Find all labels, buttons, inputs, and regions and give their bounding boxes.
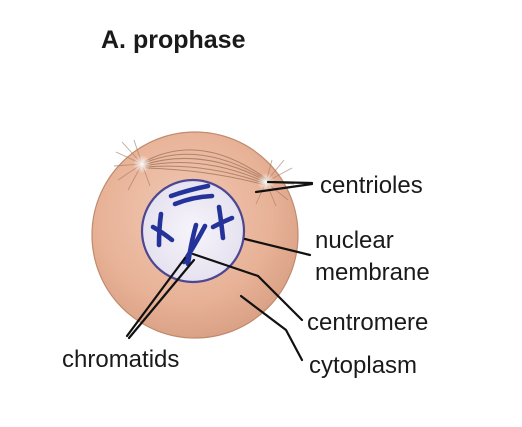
label-nuclear: nuclear [315, 227, 394, 254]
label-membrane: membrane [315, 259, 430, 286]
leader-centromere [191, 252, 304, 322]
centriole-left [133, 155, 151, 173]
leader-cytoplasm [239, 294, 304, 362]
label-centrioles: centrioles [320, 172, 423, 199]
diagram-title: A. prophase [101, 26, 246, 54]
label-centromere: centromere [307, 309, 428, 336]
chromosome-left [150, 211, 175, 248]
leader-chromatids [125, 256, 196, 340]
label-cytoplasm: cytoplasm [309, 352, 417, 379]
chromosome-right [210, 204, 235, 241]
leader-nuclear-membrane [243, 237, 312, 257]
chromosome-bottom [181, 222, 208, 267]
chromosome-top [168, 183, 215, 207]
label-chromatids: chromatids [62, 346, 179, 373]
leader-centrioles [254, 180, 314, 194]
centriole-right [257, 173, 275, 191]
spindle-fibers [141, 149, 269, 186]
